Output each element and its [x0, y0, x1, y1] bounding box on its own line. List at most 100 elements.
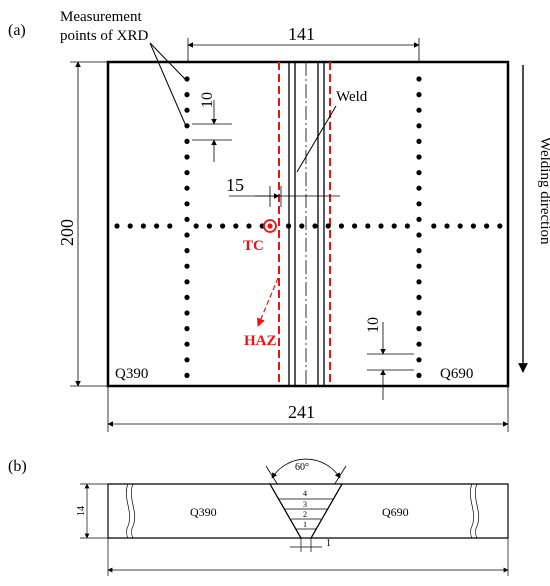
xrd-point-right-column — [416, 279, 422, 285]
xrd-point-left-column — [184, 326, 190, 332]
xrd-point-right-column — [416, 138, 422, 144]
xrd-point-left-column — [184, 138, 190, 144]
xrd-point-row — [154, 223, 160, 229]
break-mark-left — [125, 483, 131, 539]
xrd-point-right-column — [416, 154, 422, 160]
weld-pass-3: 3 — [303, 500, 307, 509]
xrd-point-left-column — [184, 372, 190, 378]
xrd-point-row — [233, 223, 239, 229]
tc-marker-icon — [263, 219, 277, 233]
dim-spacing-top-label: 10 — [199, 92, 216, 108]
xrd-point-row — [299, 223, 305, 229]
weld-label: Weld — [336, 89, 368, 105]
tc-label: TC — [243, 238, 264, 254]
xrd-point-left-column — [184, 154, 190, 160]
xrd-point-left-column — [184, 279, 190, 285]
xrd-point-row — [391, 223, 397, 229]
xrd-point-row — [193, 223, 199, 229]
xrd-point-row — [457, 223, 463, 229]
xrd-point-row — [444, 223, 450, 229]
xrd-point-row — [484, 223, 490, 229]
dim-offset-label: 15 — [226, 175, 244, 195]
xrd-point-right-column — [416, 248, 422, 254]
xrd-point-row — [378, 223, 384, 229]
xrd-point-right-column — [416, 294, 422, 300]
xrd-point-right-column — [416, 123, 422, 129]
plate-outline — [106, 60, 510, 388]
xrd-point-left-column — [184, 357, 190, 363]
section-left-material-label: Q390 — [190, 505, 217, 519]
xrd-point-row — [167, 223, 173, 229]
break-mark-right — [469, 483, 475, 539]
xrd-point-right-column — [416, 76, 422, 82]
section-right-material-label: Q690 — [382, 505, 409, 519]
xrd-point-row — [497, 223, 503, 229]
xrd-point-right-column — [416, 92, 422, 98]
haz-arrow — [257, 277, 279, 327]
xrd-point-right-column — [416, 216, 422, 222]
panel-b-label: (b) — [8, 458, 27, 475]
dim-height-label: 200 — [57, 219, 77, 246]
xrd-point-left-column — [184, 248, 190, 254]
xrd-point-right-column — [416, 185, 422, 191]
angle-arc — [271, 458, 341, 479]
angle-label: 60° — [295, 462, 309, 473]
dim-total-width-label: 241 — [288, 402, 315, 422]
xrd-point-right-column — [416, 372, 422, 378]
xrd-point-left-column — [184, 216, 190, 222]
xrd-point-left-column — [184, 232, 190, 238]
xrd-point-row — [312, 223, 318, 229]
xrd-point-row — [220, 223, 226, 229]
xrd-point-right-column — [416, 232, 422, 238]
xrd-point-row — [114, 223, 120, 229]
xrd-point-right-column — [416, 341, 422, 347]
weld-pass-4: 4 — [303, 489, 307, 498]
xrd-point-right-column — [416, 170, 422, 176]
xrd-point-right-column — [416, 326, 422, 332]
xrd-point-row — [365, 223, 371, 229]
right-material-label: Q690 — [440, 366, 473, 382]
xrd-leader-line-1 — [149, 42, 187, 127]
xrd-point-left-column — [184, 170, 190, 176]
xrd-point-row — [325, 223, 331, 229]
xrd-point-left-column — [184, 263, 190, 269]
xrd-point-left-column — [184, 107, 190, 113]
xrd-point-row — [206, 223, 212, 229]
xrd-point-left-column — [184, 185, 190, 191]
xrd-point-left-column — [184, 123, 190, 129]
xrd-point-left-column — [184, 294, 190, 300]
xrd-point-row — [431, 223, 437, 229]
xrd-point-right-column — [416, 107, 422, 113]
xrd-annotation-line1: Measurement — [60, 9, 142, 25]
xrd-annotation-line2: points of XRD — [60, 28, 149, 44]
xrd-point-right-column — [416, 310, 422, 316]
xrd-point-left-column — [184, 341, 190, 347]
haz-label: HAZ — [244, 333, 277, 349]
weld-pass-1: 1 — [303, 520, 307, 529]
xrd-point-right-column — [416, 263, 422, 269]
xrd-point-row — [338, 223, 344, 229]
xrd-measurement-points — [114, 76, 503, 378]
xrd-point-row — [246, 223, 252, 229]
xrd-point-right-column — [416, 357, 422, 363]
xrd-point-row — [127, 223, 133, 229]
thickness-label: 14 — [76, 506, 87, 516]
gap-label: 1 — [326, 538, 331, 549]
weld-leader-line — [296, 105, 337, 173]
weld-pass-2: 2 — [303, 510, 307, 519]
xrd-point-row — [404, 223, 410, 229]
xrd-point-left-column — [184, 310, 190, 316]
left-material-label: Q390 — [115, 366, 148, 382]
dim-spacing-bottom-label: 10 — [365, 317, 382, 333]
welding-direction-label: Welding direction — [537, 137, 550, 245]
xrd-point-row — [470, 223, 476, 229]
xrd-point-row — [352, 223, 358, 229]
xrd-point-row — [140, 223, 146, 229]
xrd-point-left-column — [184, 201, 190, 207]
dim-width-label: 141 — [288, 24, 315, 44]
xrd-point-left-column — [184, 76, 190, 82]
xrd-point-left-column — [184, 92, 190, 98]
panel-a-label: (a) — [8, 22, 26, 39]
xrd-point-row — [286, 223, 292, 229]
